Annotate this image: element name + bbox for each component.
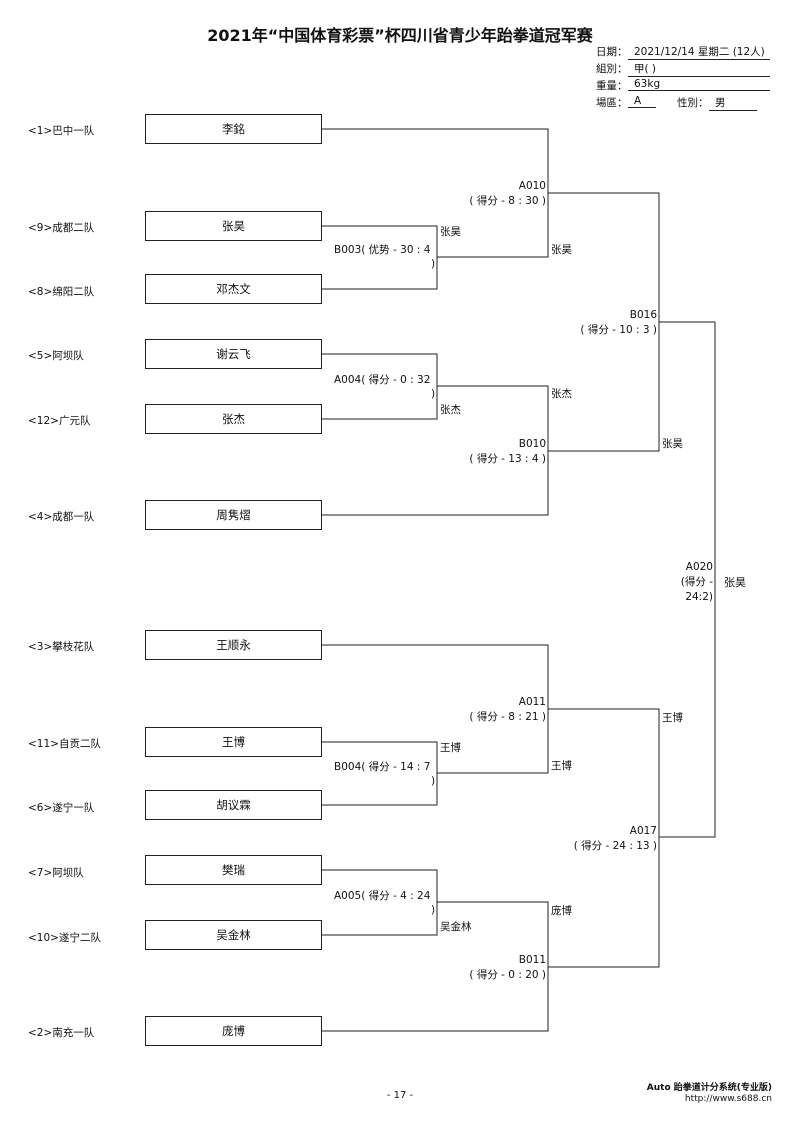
- match-b011-code: B011: [518, 954, 546, 966]
- match-b016-winner: 张昊: [662, 438, 683, 450]
- match-a004-winner: 张杰: [440, 404, 461, 416]
- gender-label: 性別：: [677, 97, 709, 109]
- entrant-box: 王顺永: [145, 630, 322, 660]
- seed-label: <1>巴中一队: [28, 125, 95, 137]
- match-a010-code: A010: [518, 180, 546, 192]
- match-a011-score: ( 得分 - 8 : 21 ): [469, 711, 546, 723]
- match-b011-score: ( 得分 - 0 : 20 ): [469, 969, 546, 981]
- match-a004-code: A004( 得分 - 0 : 32: [334, 374, 431, 386]
- match-b010-score: ( 得分 - 13 : 4 ): [469, 453, 546, 465]
- match-b004-winner: 王博: [440, 742, 461, 754]
- match-a020-score-line2: 24:2): [685, 591, 713, 603]
- match-a010-winner: 张昊: [551, 244, 572, 256]
- seed-label: <3>攀枝花队: [28, 641, 95, 653]
- match-b004-close: ): [431, 775, 436, 787]
- date-label: 日期：: [596, 46, 628, 58]
- match-a011-winner: 王博: [551, 760, 572, 772]
- match-b003-code: B003( 优势 - 30 : 4: [334, 244, 431, 256]
- match-a011-code: A011: [518, 696, 546, 708]
- match-b010-code: B010: [518, 438, 546, 450]
- seed-label: <7>阿坝队: [28, 867, 84, 879]
- seed-label: <11>自贡二队: [28, 738, 101, 750]
- seed-label: <5>阿坝队: [28, 350, 84, 362]
- group-value: 甲( ): [628, 61, 770, 77]
- venue-value: A: [628, 95, 656, 108]
- match-b003-winner: 张昊: [440, 226, 461, 238]
- seed-label: <4>成都一队: [28, 511, 95, 523]
- entrant-box: 谢云飞: [145, 339, 322, 369]
- entrant-box: 邓杰文: [145, 274, 322, 304]
- entrant-box: 胡议霖: [145, 790, 322, 820]
- gender-value: 男: [709, 95, 757, 111]
- match-a005-close: ): [431, 904, 436, 916]
- seed-label: <10>遂宁二队: [28, 932, 101, 944]
- match-a005-code: A005( 得分 - 4 : 24: [334, 890, 431, 902]
- seed-label: <9>成都二队: [28, 222, 95, 234]
- venue-label: 場區：: [596, 97, 628, 109]
- group-label: 組別：: [596, 63, 628, 75]
- match-b016-score: ( 得分 - 10 : 3 ): [580, 324, 657, 336]
- match-b016-code: B016: [629, 309, 657, 321]
- match-b011-winner: 庞博: [551, 905, 572, 917]
- match-a020-code: A020: [685, 561, 713, 573]
- entrant-box: 张杰: [145, 404, 322, 434]
- page-number: - 17 -: [386, 1090, 414, 1101]
- entrant-box: 王博: [145, 727, 322, 757]
- weight-value: 63kg: [628, 78, 770, 91]
- match-a010-score: ( 得分 - 8 : 30 ): [469, 195, 546, 207]
- match-b004-code: B004( 得分 - 14 : 7: [334, 761, 431, 773]
- seed-label: <12>广元队: [28, 415, 91, 427]
- match-a017-score: ( 得分 - 24 : 13 ): [573, 840, 657, 852]
- match-a005-winner: 吴金林: [440, 921, 472, 933]
- date-value: 2021/12/14 星期二 (12人): [628, 44, 770, 60]
- website-url: http://www.s688.cn: [684, 1094, 772, 1104]
- entrant-box: 庞博: [145, 1016, 322, 1046]
- weight-label: 重量：: [596, 80, 628, 92]
- entrant-box: 吴金林: [145, 920, 322, 950]
- scoring-system-label: Auto 跆拳道计分系统(专业版): [646, 1083, 772, 1093]
- entrant-box: 周隽熠: [145, 500, 322, 530]
- seed-label: <8>绵阳二队: [28, 286, 95, 298]
- entrant-box: 李銘: [145, 114, 322, 144]
- match-b010-winner: 张杰: [551, 388, 572, 400]
- page-title: 2021年“中国体育彩票”杯四川省青少年跆拳道冠军赛: [207, 26, 593, 45]
- match-b003-close: ): [431, 258, 436, 270]
- match-a017-code: A017: [629, 825, 657, 837]
- entrant-box: 张昊: [145, 211, 322, 241]
- champion-name: 张昊: [724, 576, 746, 589]
- match-a004-close: ): [431, 388, 436, 400]
- seed-label: <6>遂宁一队: [28, 802, 95, 814]
- entrant-box: 樊瑞: [145, 855, 322, 885]
- match-a017-winner: 王博: [662, 712, 683, 724]
- seed-label: <2>南充一队: [28, 1027, 95, 1039]
- match-a020-score-line1: (得分 -: [680, 576, 713, 588]
